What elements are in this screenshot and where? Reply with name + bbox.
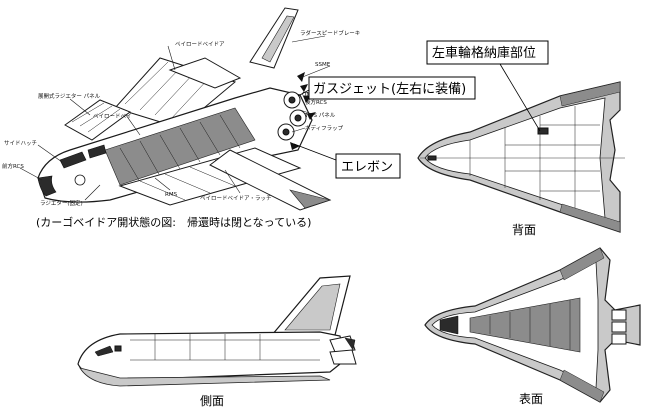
label-radiator-fixed: ラジエター(固定) (40, 199, 83, 207)
label-payload-bay-door-latch: ペイロードベイドア・ラッチ (200, 195, 272, 202)
back-view (417, 81, 625, 233)
caption-perspective: (カーゴベイドア開状態の図: 帰還時は閉となっている) (36, 215, 311, 229)
label-side-hatch: サイドハッチ (4, 140, 37, 147)
label-front-view: 表面 (519, 392, 543, 406)
callout-elevon: エレボン (293, 143, 401, 179)
top-view (424, 247, 641, 403)
label-back-view: 背面 (512, 223, 536, 237)
label-side-view: 側面 (200, 394, 224, 408)
label-deployable-radiator: 展開式ラジエター パネル (38, 92, 101, 100)
callout-gear-bay: 左車輪格納庫部位 (426, 40, 549, 132)
label-body-flap: ボディフラップ (305, 124, 344, 132)
side-view (77, 275, 357, 387)
label-payload-bay: ペイロードベイ (93, 113, 132, 120)
label-aft-rcs: 後方RCS (305, 98, 327, 106)
perspective-view: ペイロードベイドア ラダースピードブレーキ SSME OMS 後方RCS T/P… (2, 7, 360, 211)
label-rudder-speed-brake: ラダースピードブレーキ (300, 29, 360, 37)
label-ssme: SSME (315, 62, 331, 68)
label-forward-rcs: 前方RCS (2, 162, 24, 170)
callout-gas-jet: ガスジェット(左右に装備) (297, 76, 476, 100)
label-rms: RMS (165, 192, 178, 198)
callout-gear-bay-text: 左車輪格納庫部位 (432, 45, 536, 61)
label-tps-panel: T/PS パネル (304, 112, 336, 119)
callout-gas-jet-text: ガスジェット(左右に装備) (313, 81, 466, 97)
callout-elevon-text: エレボン (341, 160, 393, 175)
label-payload-bay-door: ペイロードベイドア (175, 41, 225, 48)
